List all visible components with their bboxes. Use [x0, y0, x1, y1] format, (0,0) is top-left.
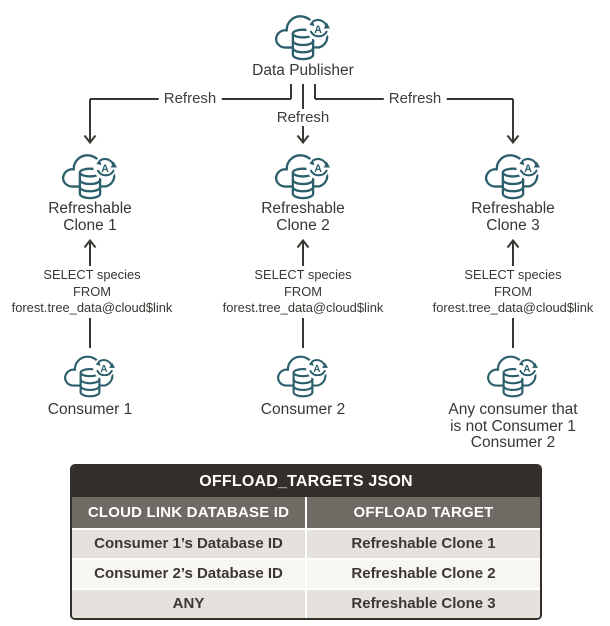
- data-publisher-label: Data Publisher: [252, 62, 354, 79]
- offload-targets-table-title: OFFLOAD_TARGETS JSON: [72, 466, 540, 497]
- column-header-offload-target: OFFLOAD TARGET: [307, 497, 540, 528]
- any-consumer-autonomous-database-icon: [484, 349, 542, 399]
- query-label-1: SELECT species FROM forest.tree_data@clo…: [8, 266, 176, 318]
- refresh-label-left: Refresh: [158, 90, 222, 107]
- offload-targets-table: OFFLOAD_TARGETS JSON CLOUD LINK DATABASE…: [70, 464, 542, 620]
- any-consumer-label: Any consumer that is not Consumer 1 Cons…: [448, 401, 578, 451]
- offload-targets-table-grid: CLOUD LINK DATABASE ID OFFLOAD TARGET Co…: [72, 497, 540, 618]
- query-label-3: SELECT species FROM forest.tree_data@clo…: [429, 266, 597, 318]
- table-cell-row1-target: Refreshable Clone 1: [307, 530, 540, 558]
- table-cell-row3-target: Refreshable Clone 3: [307, 590, 540, 618]
- refreshable-clone-3-autonomous-database-icon: [482, 147, 544, 201]
- refreshable-clone-1-label: Refreshable Clone 1: [48, 200, 132, 234]
- table-cell-row1-database-id: Consumer 1’s Database ID: [72, 530, 305, 558]
- consumer-1-label: Consumer 1: [47, 401, 133, 418]
- refresh-label-middle: Refresh: [271, 109, 335, 126]
- column-header-cloud-link-database-id: CLOUD LINK DATABASE ID: [72, 497, 305, 528]
- data-publisher-autonomous-database-icon: [271, 8, 335, 62]
- table-cell-row2-target: Refreshable Clone 2: [307, 560, 540, 588]
- refreshable-clone-2-label: Refreshable Clone 2: [261, 200, 345, 234]
- refresh-label-right: Refresh: [383, 90, 447, 107]
- consumer-1-autonomous-database-icon: [61, 349, 119, 399]
- refreshable-clone-2-autonomous-database-icon: [272, 147, 334, 201]
- refreshable-clone-3-label: Refreshable Clone 3: [471, 200, 555, 234]
- consumer-2-autonomous-database-icon: [274, 349, 332, 399]
- refreshable-clone-1-autonomous-database-icon: [59, 147, 121, 201]
- consumer-2-label: Consumer 2: [260, 401, 346, 418]
- query-label-2: SELECT species FROM forest.tree_data@clo…: [219, 266, 387, 318]
- table-cell-row2-database-id: Consumer 2’s Database ID: [72, 560, 305, 588]
- table-cell-row3-database-id: ANY: [72, 590, 305, 618]
